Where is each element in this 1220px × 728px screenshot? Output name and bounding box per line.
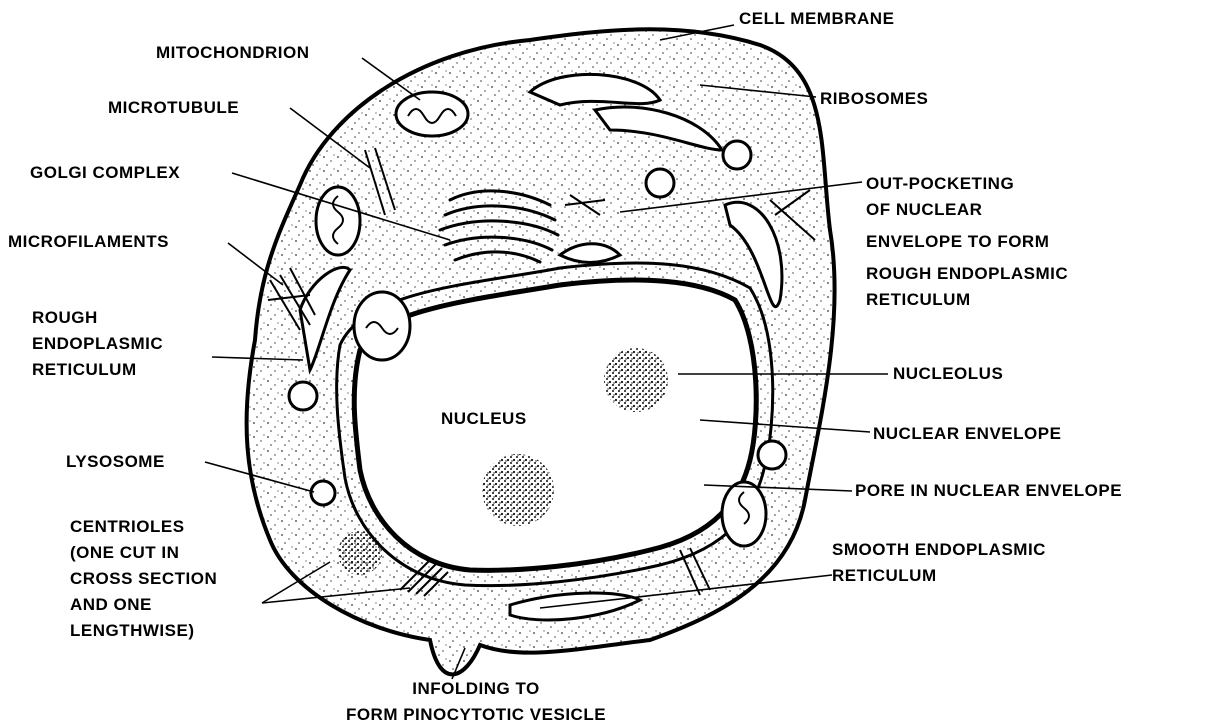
label-centrioles-line: CENTRIOLES: [70, 514, 217, 540]
label-centrioles-line: LENGTHWISE): [70, 618, 217, 644]
label-golgi-complex: GOLGI COMPLEX: [30, 160, 180, 186]
label-centrioles: CENTRIOLES (ONE CUT IN CROSS SECTION AND…: [70, 514, 217, 644]
label-infolding: INFOLDING TO FORM PINOCYTOTIC VESICLE: [376, 676, 576, 728]
label-nucleus: NUCLEUS: [441, 406, 527, 432]
nucleolus-shape: [604, 348, 668, 412]
label-centrioles-line: CROSS SECTION: [70, 566, 217, 592]
label-out-pocketing-line: ENVELOPE TO FORM: [866, 229, 1068, 255]
label-smooth-er-line: SMOOTH ENDOPLASMIC: [832, 537, 1046, 563]
label-out-pocketing-line: ROUGH ENDOPLASMIC: [866, 261, 1068, 287]
label-smooth-er: SMOOTH ENDOPLASMIC RETICULUM: [832, 537, 1046, 589]
label-centrioles-line: AND ONE: [70, 592, 217, 618]
label-nucleolus: NUCLEOLUS: [893, 361, 1003, 387]
label-rough-er-line: RETICULUM: [32, 357, 163, 383]
label-rough-er-line: ROUGH: [32, 305, 163, 331]
nucleus-shape: [354, 280, 756, 570]
label-infolding-line: FORM PINOCYTOTIC VESICLE: [346, 702, 606, 728]
label-smooth-er-line: RETICULUM: [832, 563, 1046, 589]
label-infolding-line: INFOLDING TO: [412, 676, 540, 702]
label-nuclear-envelope: NUCLEAR ENVELOPE: [873, 421, 1061, 447]
label-out-pocketing-line: RETICULUM: [866, 287, 1068, 313]
label-lysosome: LYSOSOME: [66, 449, 165, 475]
label-pore: PORE IN NUCLEAR ENVELOPE: [855, 478, 1122, 504]
label-mitochondrion: MITOCHONDRION: [156, 40, 310, 66]
centriole-cross: [338, 531, 382, 575]
chromatin-shape: [482, 454, 554, 526]
label-ribosomes: RIBOSOMES: [820, 86, 928, 112]
label-out-pocketing-line: OF NUCLEAR: [866, 197, 1068, 223]
label-rough-er-line: ENDOPLASMIC: [32, 331, 163, 357]
label-out-pocketing: OUT-POCKETING OF NUCLEAR ENVELOPE TO FOR…: [866, 171, 1068, 313]
label-microfilaments: MICROFILAMENTS: [8, 229, 169, 255]
label-cell-membrane: CELL MEMBRANE: [739, 6, 894, 32]
label-out-pocketing-line: OUT-POCKETING: [866, 171, 1068, 197]
label-centrioles-line: (ONE CUT IN: [70, 540, 217, 566]
label-rough-er: ROUGH ENDOPLASMIC RETICULUM: [32, 305, 163, 383]
label-microtubule: MICROTUBULE: [108, 95, 239, 121]
